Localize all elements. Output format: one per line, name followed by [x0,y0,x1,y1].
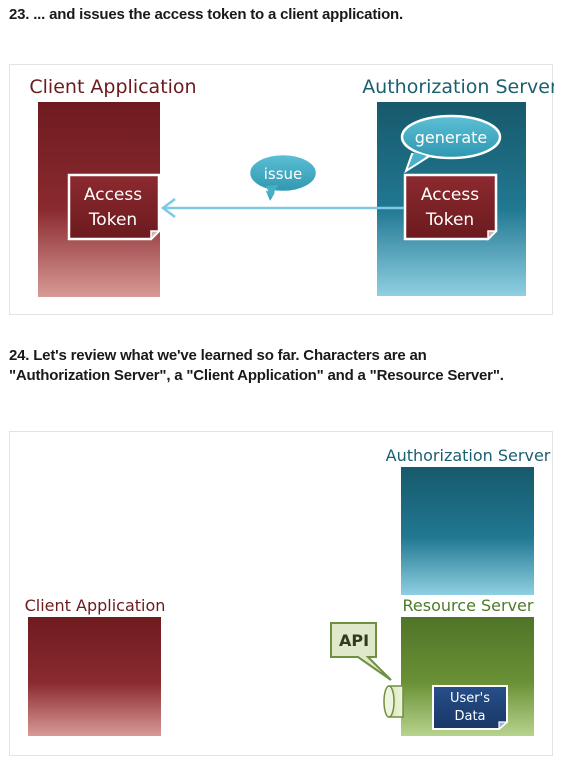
issue-speech-bubble: issue [247,152,319,206]
authorization-server-title: Authorization Server [362,76,554,98]
characters-overview-diagram: Authorization Server Client Application … [9,431,553,756]
server-access-token-card: Access Token [403,173,498,241]
token-issue-diagram: Client Application Access Token Authoriz… [9,64,554,315]
issue-bubble-text: issue [264,165,303,183]
client-token-label-line2: Token [88,210,137,230]
token-issue-diagram-canvas: Client Application Access Token Authoriz… [29,76,554,297]
generate-speech-bubble: generate [400,114,502,174]
client-application-box [28,617,161,736]
users-data-label-line2: Data [454,709,485,724]
step-23-heading: 23. ... and issues the access token to a… [9,6,403,23]
characters-overview-canvas: Authorization Server Client Application … [25,446,551,736]
authorization-server-box [401,467,534,595]
api-endpoint-cylinder-icon [383,685,404,718]
generate-bubble-text: generate [415,128,487,147]
client-application-title: Client Application [25,596,166,615]
step-24-heading-line1: 24. Let's review what we've learned so f… [9,347,427,364]
issue-arrow [160,198,404,218]
server-token-label-line1: Access [421,185,479,205]
resource-server-title: Resource Server [403,596,534,615]
client-access-token-card: Access Token [67,173,161,241]
client-token-label-line1: Access [84,185,142,205]
client-application-title: Client Application [29,76,196,98]
authorization-server-title: Authorization Server [386,446,551,465]
api-callout-text: API [339,631,369,650]
step-24-heading-line2: "Authorization Server", a "Client Applic… [9,367,504,384]
api-callout: API [330,622,392,681]
step-24-heading: 24. Let's review what we've learned so f… [9,346,554,386]
users-data-card: User's Data [432,685,509,731]
users-data-label-line1: User's [450,691,490,706]
server-token-label-line2: Token [425,210,474,230]
